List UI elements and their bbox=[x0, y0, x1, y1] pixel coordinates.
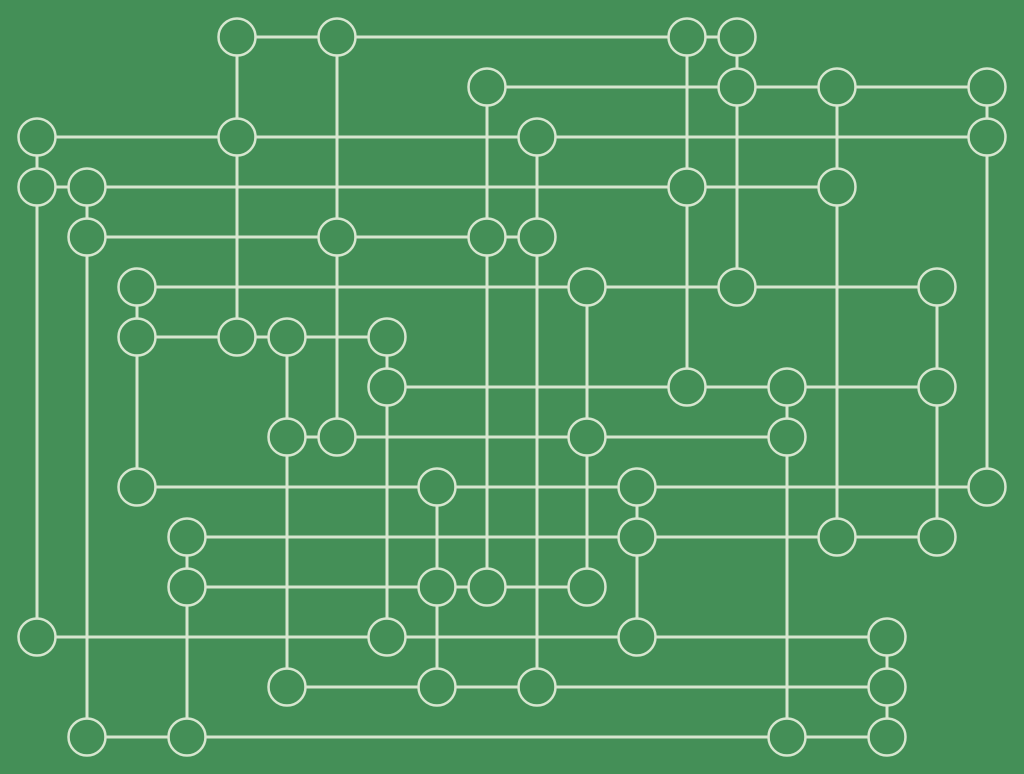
island-node[interactable] bbox=[667, 167, 707, 207]
island-node[interactable] bbox=[417, 567, 457, 607]
island-node[interactable] bbox=[967, 467, 1007, 507]
island-node[interactable] bbox=[917, 367, 957, 407]
island-node[interactable] bbox=[667, 367, 707, 407]
island-node[interactable] bbox=[467, 217, 507, 257]
island-node[interactable] bbox=[817, 517, 857, 557]
island-node[interactable] bbox=[117, 267, 157, 307]
island-node[interactable] bbox=[17, 167, 57, 207]
island-node[interactable] bbox=[67, 217, 107, 257]
island-node[interactable] bbox=[317, 17, 357, 57]
island-node[interactable] bbox=[317, 417, 357, 457]
island-node[interactable] bbox=[217, 317, 257, 357]
island-node[interactable] bbox=[67, 167, 107, 207]
island-node[interactable] bbox=[117, 317, 157, 357]
island-node[interactable] bbox=[617, 467, 657, 507]
island-node[interactable] bbox=[167, 517, 207, 557]
island-node[interactable] bbox=[467, 567, 507, 607]
island-node[interactable] bbox=[267, 417, 307, 457]
island-node[interactable] bbox=[217, 17, 257, 57]
island-node[interactable] bbox=[167, 717, 207, 757]
island-node[interactable] bbox=[367, 317, 407, 357]
island-node[interactable] bbox=[217, 117, 257, 157]
island-node[interactable] bbox=[367, 367, 407, 407]
island-node[interactable] bbox=[767, 717, 807, 757]
island-node[interactable] bbox=[767, 367, 807, 407]
island-node[interactable] bbox=[667, 17, 707, 57]
island-node[interactable] bbox=[267, 317, 307, 357]
island-node[interactable] bbox=[517, 667, 557, 707]
island-node[interactable] bbox=[417, 667, 457, 707]
island-node[interactable] bbox=[167, 567, 207, 607]
island-node[interactable] bbox=[67, 717, 107, 757]
island-node[interactable] bbox=[717, 67, 757, 107]
island-node[interactable] bbox=[617, 517, 657, 557]
island-node[interactable] bbox=[717, 267, 757, 307]
island-node[interactable] bbox=[867, 667, 907, 707]
island-node[interactable] bbox=[417, 467, 457, 507]
island-node[interactable] bbox=[267, 667, 307, 707]
island-node[interactable] bbox=[117, 467, 157, 507]
island-node[interactable] bbox=[567, 567, 607, 607]
island-node[interactable] bbox=[467, 67, 507, 107]
island-node[interactable] bbox=[17, 617, 57, 657]
island-node[interactable] bbox=[917, 267, 957, 307]
island-node[interactable] bbox=[717, 17, 757, 57]
island-node[interactable] bbox=[567, 417, 607, 457]
island-node[interactable] bbox=[17, 117, 57, 157]
island-node[interactable] bbox=[317, 217, 357, 257]
island-node[interactable] bbox=[867, 717, 907, 757]
island-node[interactable] bbox=[867, 617, 907, 657]
nodes-layer bbox=[17, 17, 1007, 757]
island-node[interactable] bbox=[567, 267, 607, 307]
island-node[interactable] bbox=[517, 117, 557, 157]
island-node[interactable] bbox=[817, 167, 857, 207]
island-node[interactable] bbox=[967, 67, 1007, 107]
island-node[interactable] bbox=[917, 517, 957, 557]
island-node[interactable] bbox=[367, 617, 407, 657]
island-node[interactable] bbox=[817, 67, 857, 107]
island-node[interactable] bbox=[967, 117, 1007, 157]
island-node[interactable] bbox=[617, 617, 657, 657]
island-node[interactable] bbox=[517, 217, 557, 257]
island-node[interactable] bbox=[767, 417, 807, 457]
